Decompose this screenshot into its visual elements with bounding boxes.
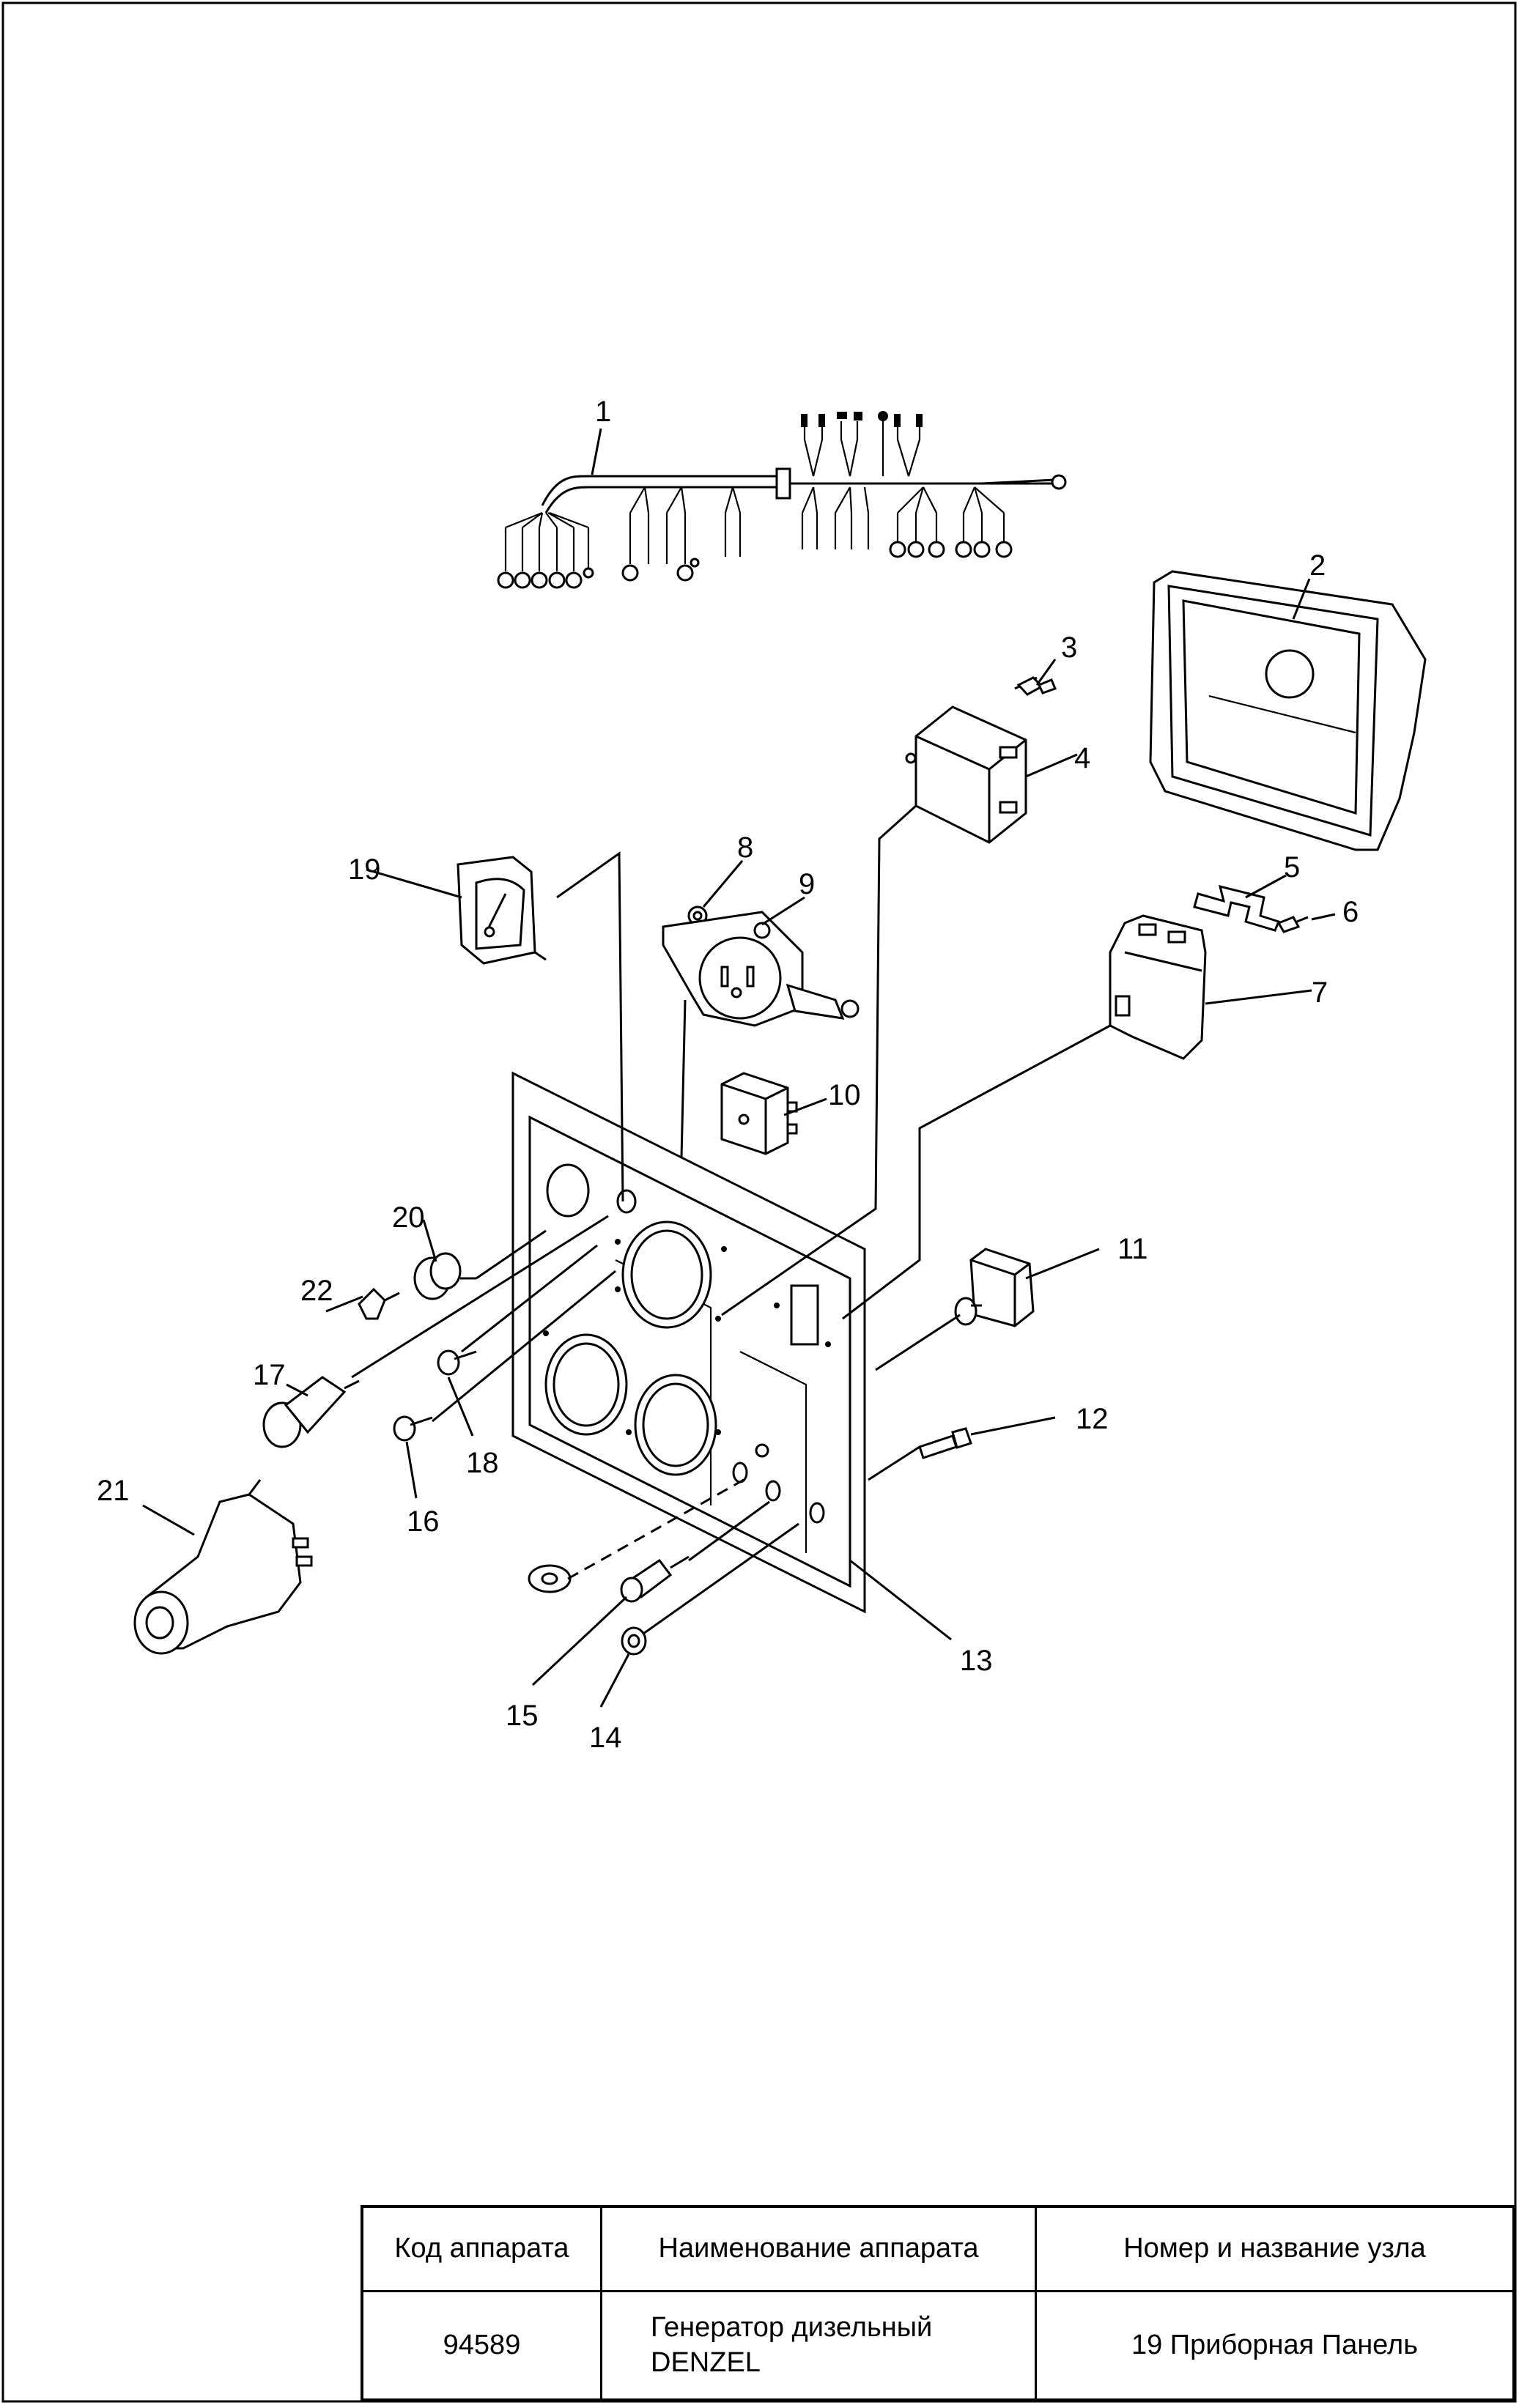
device-name-line1: Генератор дизельный bbox=[651, 2312, 933, 2343]
device-name-line2: DENZEL bbox=[651, 2346, 761, 2378]
screw-6 bbox=[1276, 916, 1309, 933]
callout-7: 7 bbox=[1312, 977, 1328, 1009]
screw-16 bbox=[393, 1415, 433, 1442]
callout-9: 9 bbox=[799, 868, 815, 900]
callout-21: 21 bbox=[97, 1475, 130, 1507]
assembly-name: 19 Приборная Панель bbox=[1131, 2329, 1419, 2360]
socket-9 bbox=[662, 911, 860, 1027]
callout-22: 22 bbox=[300, 1275, 333, 1307]
device-code: 94589 bbox=[363, 2292, 602, 2398]
indicator-lamp-17 bbox=[262, 1376, 360, 1448]
callout-20: 20 bbox=[392, 1201, 425, 1234]
callout-12: 12 bbox=[1076, 1403, 1109, 1435]
callout-11: 11 bbox=[1117, 1233, 1148, 1265]
header-code: Код аппарата bbox=[363, 2208, 602, 2292]
callout-16: 16 bbox=[407, 1505, 440, 1538]
plug-21 bbox=[133, 1479, 313, 1655]
callout-8: 8 bbox=[737, 831, 753, 864]
callout-18: 18 bbox=[466, 1447, 499, 1479]
switch-11 bbox=[954, 1248, 1035, 1327]
bracket-5 bbox=[1193, 884, 1281, 932]
title-block: Код аппарата Наименование аппарата Номер… bbox=[361, 2205, 1515, 2401]
callout-17: 17 bbox=[253, 1359, 286, 1391]
voltmeter-19 bbox=[457, 856, 547, 965]
callout-5: 5 bbox=[1284, 851, 1300, 883]
screw-3 bbox=[1014, 676, 1057, 696]
callout-10: 10 bbox=[828, 1079, 861, 1111]
callout-13: 13 bbox=[960, 1645, 993, 1677]
header-assembly: Номер и название узла bbox=[1037, 2208, 1512, 2292]
callout-14: 14 bbox=[589, 1722, 622, 1754]
front-panel-13 bbox=[511, 1071, 866, 1614]
relay-block-4 bbox=[905, 705, 1027, 844]
nut-14 bbox=[621, 1626, 647, 1656]
callout-3: 3 bbox=[1061, 631, 1077, 664]
circuit-breaker-7 bbox=[1109, 914, 1207, 1060]
fuse-holder-15 bbox=[528, 1555, 690, 1603]
callout-19: 19 bbox=[348, 853, 381, 886]
screw-18 bbox=[437, 1349, 477, 1376]
knob-20 bbox=[413, 1252, 476, 1300]
callout-4: 4 bbox=[1074, 742, 1090, 774]
callout-6: 6 bbox=[1342, 896, 1359, 928]
cap-22 bbox=[358, 1287, 400, 1320]
bolt-12 bbox=[918, 1427, 972, 1459]
rectifier-10 bbox=[720, 1072, 798, 1155]
housing-box bbox=[1149, 570, 1427, 851]
device-name: Генератор дизельный DENZEL bbox=[602, 2292, 1037, 2398]
leader-lines bbox=[142, 428, 1336, 1708]
wiring-harness bbox=[497, 411, 1067, 589]
callout-15: 15 bbox=[506, 1700, 539, 1732]
callout-labels: 1 2 3 4 5 6 7 8 9 10 11 12 13 14 15 16 1… bbox=[97, 396, 1359, 1754]
callout-1: 1 bbox=[595, 396, 611, 428]
callout-2: 2 bbox=[1309, 549, 1326, 582]
dashed-guide bbox=[567, 1478, 744, 1580]
header-name: Наименование аппарата bbox=[602, 2208, 1037, 2292]
assembly-lines bbox=[351, 804, 1111, 1635]
